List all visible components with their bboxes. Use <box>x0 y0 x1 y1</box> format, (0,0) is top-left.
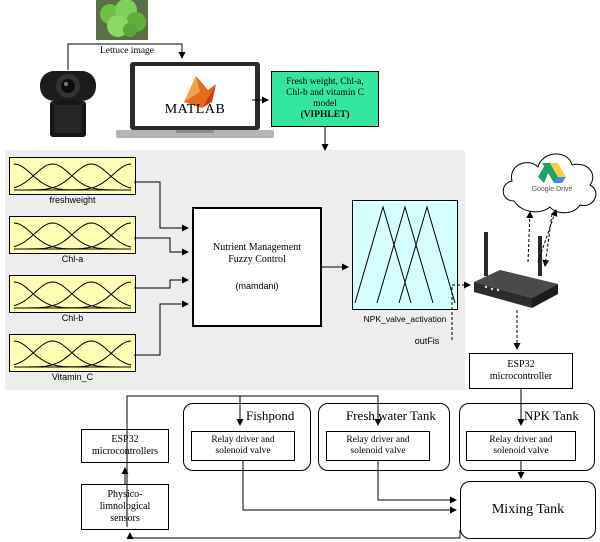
laptop-icon <box>116 62 274 140</box>
mf-curve <box>14 281 132 309</box>
input-label-freshweight: freshweight <box>49 195 96 205</box>
freshwater-relay-box: Relay driver and solenoid valve <box>326 431 430 461</box>
npk-title: NPK Tank <box>524 408 579 423</box>
fishpond-relay-line1: Relay driver and <box>211 435 275 445</box>
freshwater-title: Fresh water Tank <box>346 408 436 423</box>
output-mf-label: NPK_valve_activation <box>363 314 447 324</box>
google-drive-label: Google Drive <box>531 186 573 193</box>
outfis-label: outFis <box>414 336 440 346</box>
input-label-vitamin-c: Vitamin_C <box>51 372 94 382</box>
output-mf-triangle <box>398 205 456 304</box>
lettuce-image <box>96 0 148 40</box>
freshwater-relay-line2: solenoid valve <box>350 446 406 456</box>
esp32-main-box: ESP32 microcontroller <box>469 353 573 389</box>
input-mf-freshweight <box>9 157 136 195</box>
output-mf-triangle <box>354 205 412 304</box>
esp32-main-line2: microcontroller <box>489 371 553 382</box>
mf-curve <box>14 340 132 368</box>
output-mf-plot <box>352 200 458 310</box>
esp32-left-box: ESP32 microcontrollers <box>81 429 169 463</box>
sensors-line1: Physico- <box>107 489 143 500</box>
input-mf-vitamin-c <box>9 334 136 372</box>
fuzzy-controller-box: Nutrient Management Fuzzy Control (mamda… <box>192 207 322 327</box>
mixing-tank: Mixing Tank <box>460 481 596 539</box>
model-box-line2: Chl-b and vitamin C <box>286 88 364 98</box>
sensors-line3: sensors <box>110 513 140 524</box>
mf-curve <box>14 222 132 250</box>
webcam-icon <box>38 65 98 140</box>
model-box-line1: Fresh weight, Chl-a, <box>286 77 364 87</box>
input-label-chl-a: Chl-a <box>61 254 84 264</box>
input-mf-chl-a <box>9 216 136 254</box>
mf-curve <box>13 163 131 191</box>
npk-relay-box: Relay driver and solenoid valve <box>466 431 576 461</box>
google-drive-icon <box>538 163 566 183</box>
fishpond-relay-line2: solenoid valve <box>215 446 271 456</box>
freshwater-relay-line1: Relay driver and <box>346 435 410 445</box>
mf-curve <box>13 281 131 309</box>
fuzzy-box-method: (mamdani) <box>235 281 279 291</box>
esp32-left-line2: microcontrollers <box>91 446 159 457</box>
esp32-main-line1: ESP32 <box>507 359 535 370</box>
mf-curve <box>13 222 131 250</box>
npk-relay-line1: Relay driver and <box>489 435 553 445</box>
input-label-chl-b: Chl-b <box>61 313 84 323</box>
matlab-logo-icon <box>184 76 216 108</box>
sensors-line2: limnological <box>99 501 151 512</box>
input-mf-chl-b <box>9 275 136 313</box>
lettuce-caption: Lettuce image <box>99 46 155 56</box>
model-box-line4: (VIPHLET) <box>300 110 350 120</box>
fishpond-relay-box: Relay driver and solenoid valve <box>191 431 295 461</box>
model-box-line3: model <box>313 99 337 109</box>
mf-curve <box>13 340 131 368</box>
mf-curve <box>14 163 132 191</box>
fuzzy-box-line2: Fuzzy Control <box>228 254 286 265</box>
output-mf-triangle <box>376 205 434 304</box>
fishpond-title: Fishpond <box>246 408 295 423</box>
fuzzy-box-line1: Nutrient Management <box>212 242 302 253</box>
sensors-box: Physico- limnological sensors <box>81 484 169 530</box>
esp32-left-line1: ESP32 <box>111 434 139 445</box>
npk-relay-line2: solenoid valve <box>493 446 549 456</box>
mixing-tank-label: Mixing Tank <box>491 502 565 517</box>
model-box: Fresh weight, Chl-a, Chl-b and vitamin C… <box>271 71 379 127</box>
cloud-icon <box>498 145 600 217</box>
matlab-logo-text: MATLAB <box>164 102 226 117</box>
